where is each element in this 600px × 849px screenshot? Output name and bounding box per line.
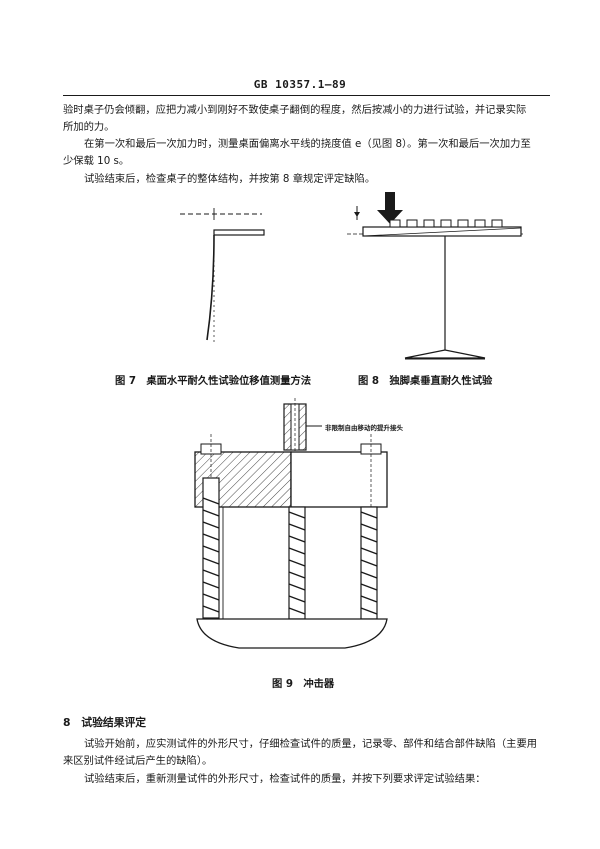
- figure-7-caption: 图 7 桌面水平耐久性试验位移值测量方法: [115, 375, 312, 387]
- paragraph-line: 所加的力。: [63, 121, 115, 133]
- page-header: GB 10357.1—89: [253, 78, 347, 91]
- paragraph-line: 在第一次和最后一次加力时，测量桌面偏离水平线的挠度值 e（见图 8）。第一次和最…: [84, 138, 531, 150]
- paragraph-line: 来区别试件经试后产生的缺陷）。: [63, 755, 213, 767]
- header-rule: [63, 95, 550, 96]
- section-8-title: 8 试验结果评定: [63, 716, 147, 729]
- paragraph-line: 试验结束后，重新测量试件的外形尺寸，检查试件的质量，并按下列要求评定试验结果：: [84, 773, 486, 785]
- figure-9-caption: 图 9 冲击器: [272, 678, 335, 690]
- paragraph-line: 试验结束后，检查桌子的整体结构，并按第 8 章规定评定缺陷。: [84, 173, 376, 185]
- figure-8-diagram: [347, 192, 523, 360]
- paragraph-line: 验时桌子仍会倾翻，应把力减小到刚好不致使桌子翻倒的程度，然后按减小的力进行试验，…: [63, 104, 527, 116]
- figure-9-annotation: 非限制自由移动的提升接头: [325, 424, 403, 432]
- force-arrow-icon: [377, 192, 403, 224]
- paragraph-line: 试验开始前，应实测试件的外形尺寸，仔细检查试件的质量，记录零、部件和结合部件缺陷…: [84, 738, 538, 750]
- figure-8-caption: 图 8 独脚桌垂直耐久性试验: [358, 375, 493, 387]
- figure-9-diagram: [194, 398, 388, 649]
- figure-7-diagram: [180, 208, 265, 342]
- paragraph-line: 少保载 10 s。: [63, 155, 130, 167]
